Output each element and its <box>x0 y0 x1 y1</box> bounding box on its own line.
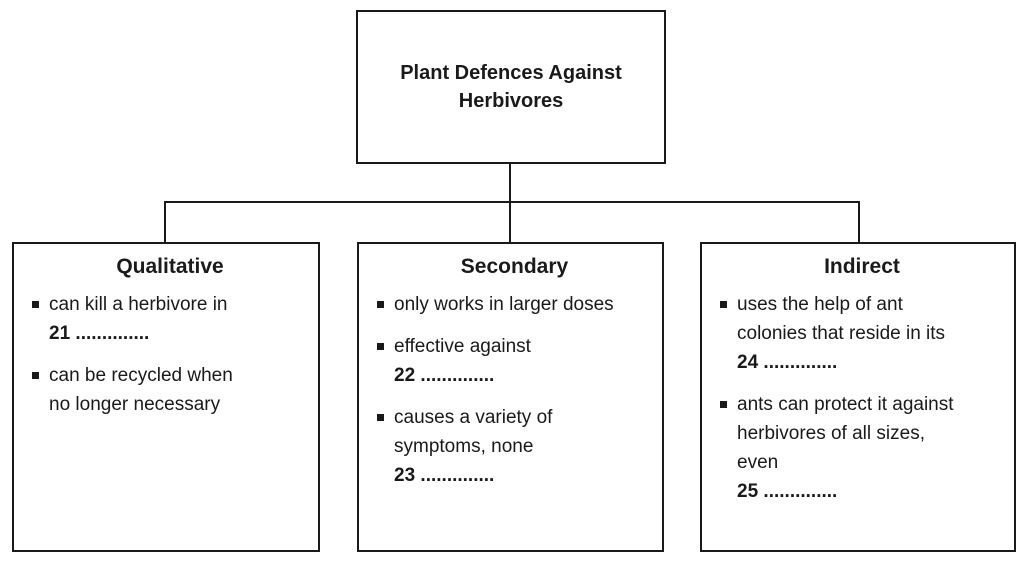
answer-blank-line: 22 .............. <box>394 361 656 390</box>
bullet-text-line: herbivores of all sizes, <box>737 423 925 444</box>
answer-blank-line: 21 .............. <box>49 319 312 348</box>
answer-blank-dots: .............. <box>70 323 150 344</box>
indirect-box: Indirect uses the help of ant colonies th… <box>700 242 1016 552</box>
question-number: 24 <box>737 352 759 373</box>
connector-drop-right <box>858 201 860 243</box>
qualitative-box-title: Qualitative <box>116 255 224 278</box>
bullet-text-line: effective against <box>394 336 531 357</box>
bullet-text-line: ants can protect it against <box>737 394 954 415</box>
root-box: Plant Defences Against Herbivores <box>356 10 666 164</box>
bullet-text-line: uses the help of ant <box>737 294 903 315</box>
connector-drop-left <box>164 201 166 243</box>
qualitative-bullet-list: can kill a herbivore in 21 ..............… <box>28 290 312 419</box>
connector-horizontal <box>164 201 860 203</box>
question-number: 22 <box>394 365 416 386</box>
bullet-item: can be recycled when no longer necessary <box>28 361 312 419</box>
root-title: Plant Defences Against Herbivores <box>400 62 622 112</box>
bullet-text-line: can be recycled when <box>49 365 233 386</box>
bullet-item: effective against 22 .............. <box>373 332 656 390</box>
bullet-item: causes a variety of symptoms, none 23 ....… <box>373 403 656 490</box>
bullet-text-line: can kill a herbivore in <box>49 294 228 315</box>
qualitative-box: Qualitative can kill a herbivore in 21 ..… <box>12 242 320 552</box>
bullet-text-line: causes a variety of <box>394 407 553 428</box>
connector-stem <box>509 164 511 203</box>
bullet-item: only works in larger doses <box>373 290 656 319</box>
bullet-text-line: even <box>737 452 779 473</box>
indirect-bullet-list: uses the help of ant colonies that reside… <box>716 290 1008 506</box>
question-number: 25 <box>737 481 759 502</box>
bullet-text-line: colonies that reside in its <box>737 323 946 344</box>
answer-blank-dots: .............. <box>758 352 838 373</box>
answer-blank-line: 24 .............. <box>737 348 1008 377</box>
answer-blank-dots: .............. <box>415 365 495 386</box>
bullet-item: uses the help of ant colonies that reside… <box>716 290 1008 377</box>
secondary-box: Secondary only works in larger doses effe… <box>357 242 664 552</box>
bullet-item: can kill a herbivore in 21 .............. <box>28 290 312 348</box>
question-number: 21 <box>49 323 71 344</box>
answer-blank-line: 23 .............. <box>394 461 656 490</box>
secondary-box-title: Secondary <box>460 255 569 278</box>
connector-drop-center <box>509 201 511 243</box>
answer-blank-dots: .............. <box>758 481 838 502</box>
bullet-text-line: symptoms, none <box>394 436 534 457</box>
bullet-item: ants can protect it against herbivores of… <box>716 390 1008 506</box>
bullet-text-line: only works in larger doses <box>394 294 614 315</box>
indirect-box-title: Indirect <box>824 255 900 278</box>
secondary-bullet-list: only works in larger doses effective agai… <box>373 290 656 490</box>
question-number: 23 <box>394 465 416 486</box>
bullet-text-line: no longer necessary <box>49 394 221 415</box>
answer-blank-dots: .............. <box>415 465 495 486</box>
answer-blank-line: 25 .............. <box>737 477 1008 506</box>
